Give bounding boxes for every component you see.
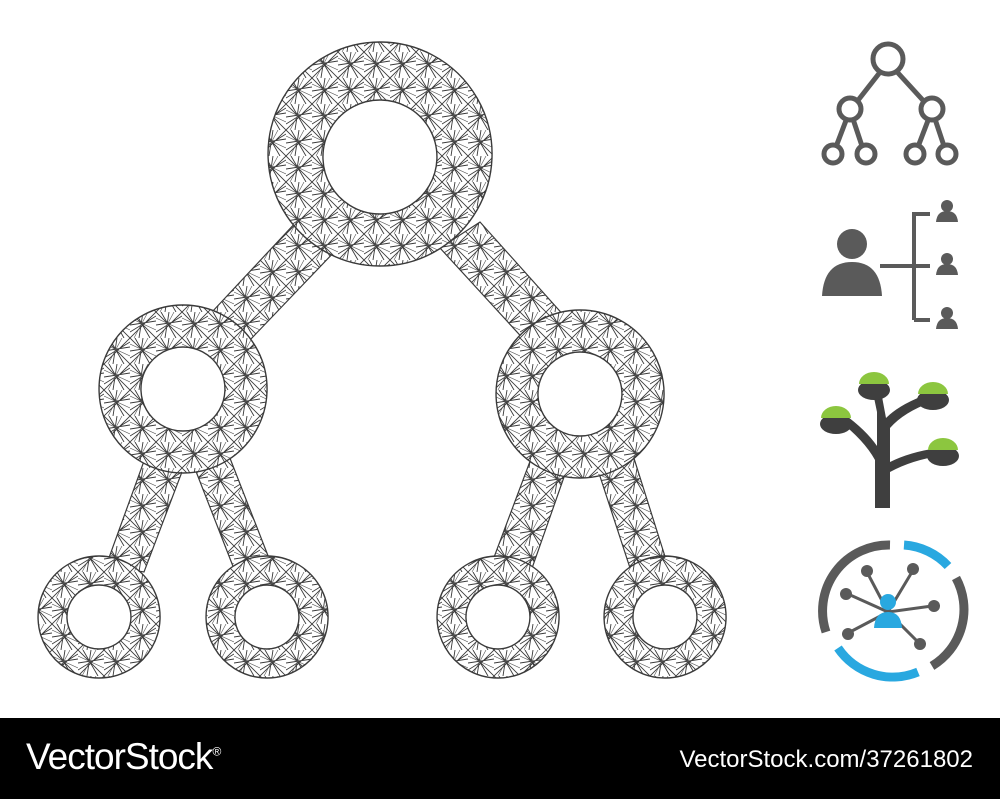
user-connections-diagram-icon [818, 540, 969, 682]
brand-logo: VectorStock® [26, 736, 221, 777]
mesh-tree-illustration [37, 41, 727, 679]
root-node [267, 41, 493, 267]
mesh-nodes [37, 41, 727, 679]
leaf-node-1 [37, 555, 161, 679]
registered-mark: ® [212, 744, 221, 759]
leaf-node-3 [436, 555, 560, 679]
right-mid-node [495, 309, 665, 479]
leaf-node-4 [603, 555, 727, 679]
money-tree-icon [820, 372, 959, 508]
leaf-node-2 [205, 555, 329, 679]
artwork-canvas [37, 41, 969, 682]
binary-tree-icon [821, 41, 959, 166]
left-mid-node [98, 304, 268, 474]
watermark-footer: VectorStock® VectorStock.com/37261802 [0, 718, 1000, 799]
user-hierarchy-icon [822, 200, 958, 329]
image-id-text: VectorStock.com/37261802 [679, 746, 973, 773]
mesh-branches [105, 219, 669, 575]
